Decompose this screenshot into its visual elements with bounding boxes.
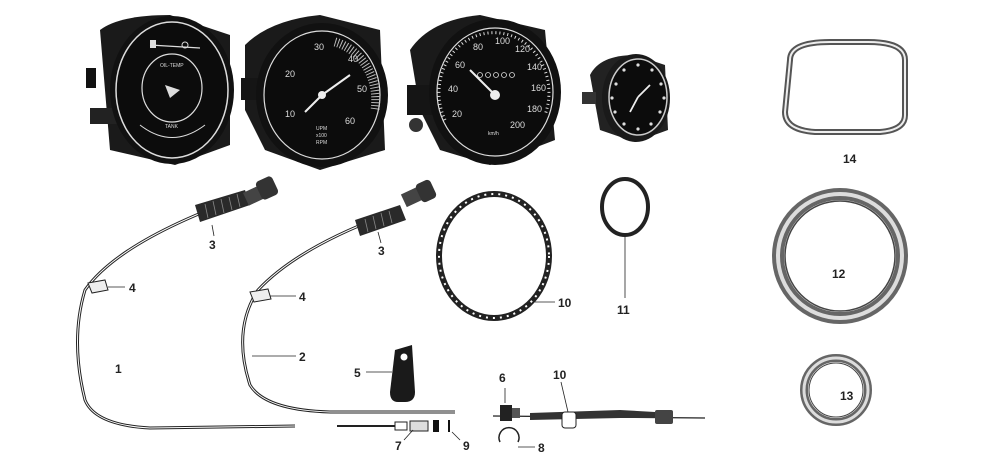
cable-end-parts <box>337 420 450 432</box>
clock-gauge <box>582 54 670 142</box>
tach-40: 40 <box>348 54 358 64</box>
speedo-120: 120 <box>515 44 530 54</box>
speedo-60: 60 <box>455 60 465 70</box>
tach-10: 10 <box>285 109 295 119</box>
callout-10-gasket: 10 <box>558 296 572 310</box>
callout-10-cable: 10 <box>553 368 567 382</box>
callout-6: 6 <box>499 371 506 385</box>
fuel-label: TANK <box>165 124 179 130</box>
tach-50: 50 <box>357 84 367 94</box>
speedo-cable-2 <box>241 179 455 414</box>
cable-assembly-right <box>492 405 706 443</box>
callout-5: 5 <box>354 366 361 380</box>
callout-4-left: 4 <box>129 281 136 295</box>
callout-3-left: 3 <box>209 238 216 252</box>
rubber-strap <box>390 345 415 402</box>
tachometer-gauge: 10 20 30 40 50 60 UPM x100 RPM <box>241 15 388 170</box>
tach-60: 60 <box>345 116 355 126</box>
speedometer-gauge: 20 40 60 80 100 120 140 160 180 200 km/h <box>407 15 561 165</box>
oil-temp-label: OIL-TEMP <box>160 63 184 69</box>
combination-gauge: OIL-TEMP TANK <box>86 15 234 165</box>
speedo-180: 180 <box>527 104 542 114</box>
speedo-40: 40 <box>448 84 458 94</box>
tach-20: 20 <box>285 69 295 79</box>
gauge-gasket-small <box>600 177 650 237</box>
speedo-100: 100 <box>495 36 510 46</box>
tach-30: 30 <box>314 42 324 52</box>
speedo-80: 80 <box>473 42 483 52</box>
callout-3-middle: 3 <box>378 244 385 258</box>
speedo-20: 20 <box>452 109 462 119</box>
callout-7: 7 <box>395 439 402 453</box>
tach-units-rpm: RPM <box>316 140 327 146</box>
chrome-trim-ring-large <box>772 188 908 324</box>
callout-1: 1 <box>115 362 122 376</box>
leader-lines <box>108 224 626 448</box>
speedo-140: 140 <box>527 62 542 72</box>
callout-14: 14 <box>843 152 857 166</box>
callout-12: 12 <box>832 267 846 281</box>
callout-13: 13 <box>840 389 854 403</box>
callout-8: 8 <box>538 441 545 455</box>
speedo-160: 160 <box>531 83 546 93</box>
combination-trim-bezel <box>781 39 908 135</box>
tach-units-x100: x100 <box>316 133 327 139</box>
speedo-units: km/h <box>488 131 499 137</box>
callout-11: 11 <box>617 303 630 317</box>
chrome-trim-ring-small <box>800 354 872 426</box>
gauge-gasket-large <box>436 191 552 321</box>
tach-units-upm: UPM <box>316 126 327 132</box>
callout-2: 2 <box>299 350 306 364</box>
speedo-cable-1 <box>76 176 296 430</box>
callout-9: 9 <box>463 439 470 453</box>
callout-4-middle: 4 <box>299 290 306 304</box>
speedo-200: 200 <box>510 120 525 130</box>
